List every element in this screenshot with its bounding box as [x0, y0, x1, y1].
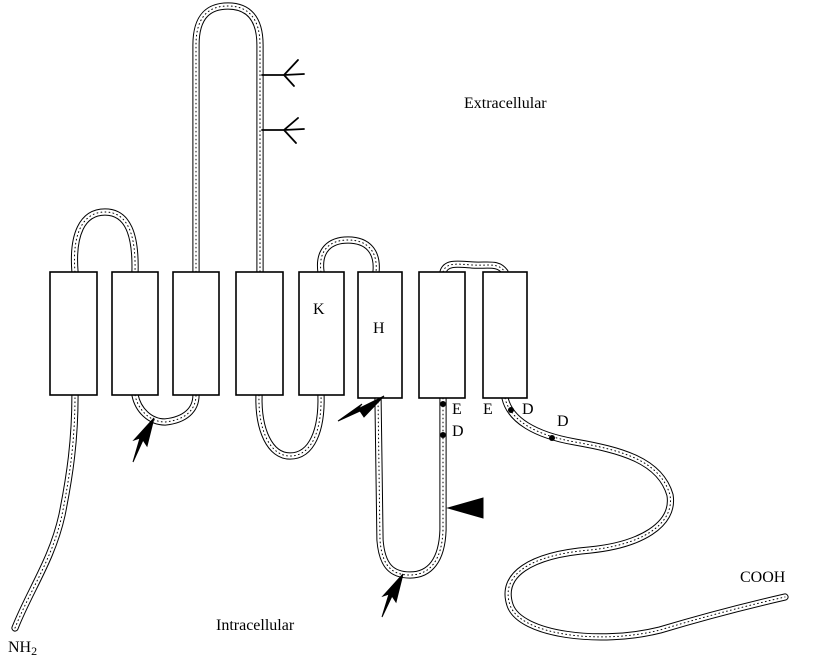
arrow-marker [382, 574, 403, 617]
residue-label-D: D [557, 413, 569, 430]
loop-3-4 [196, 6, 260, 272]
residue-label-D: D [522, 401, 534, 418]
residue-label-D: D [452, 423, 464, 440]
residue-dot [440, 432, 446, 438]
tm-segment-5 [299, 272, 344, 395]
glycosylation-site [262, 60, 304, 86]
tm-segment-1 [50, 272, 97, 395]
tm-segment-4 [236, 272, 283, 395]
c-terminus-label: COOH [740, 569, 786, 586]
extracellular-label: Extracellular [464, 95, 547, 112]
tm-segment-7 [419, 272, 465, 398]
arrow-marker [133, 418, 154, 462]
arrowhead-marker [448, 498, 483, 518]
residue-label-E: E [483, 401, 493, 418]
residue-dot [440, 401, 446, 407]
transmembrane-segments [50, 272, 527, 398]
tm-segment-2 [112, 272, 158, 395]
glycosylation-site [262, 118, 304, 143]
tm-segment-3 [173, 272, 219, 395]
intracellular-label: Intracellular [216, 617, 295, 634]
residue-dot [549, 435, 555, 441]
residue-label-K: K [313, 301, 325, 318]
tm-segment-8 [483, 272, 527, 398]
residue-dot [508, 407, 514, 413]
residue-label-E: E [452, 401, 462, 418]
loop-6-7 [378, 398, 443, 575]
loop-2-3 [135, 395, 196, 422]
n-terminus-label: NH2 [8, 639, 37, 658]
n-terminal-tail [15, 395, 75, 628]
residue-label-H: H [373, 320, 385, 337]
